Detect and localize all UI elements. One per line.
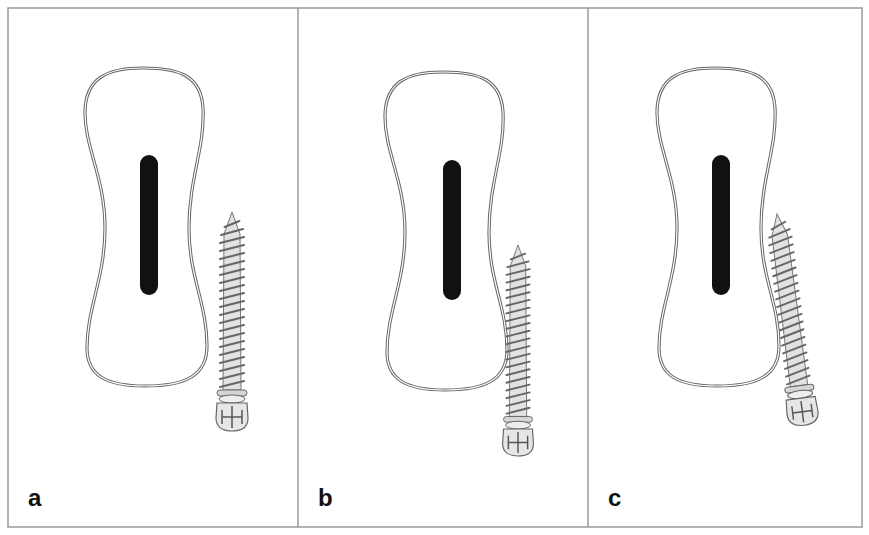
mini-screw xyxy=(503,245,534,456)
screw-thread xyxy=(506,308,529,314)
screw-thread xyxy=(221,229,243,235)
screw-thread xyxy=(506,277,529,283)
screw-thread xyxy=(220,357,244,363)
screw-thread xyxy=(220,301,244,307)
screw-thread xyxy=(220,237,244,243)
panel-label: a xyxy=(28,486,41,510)
screw-thread xyxy=(779,322,803,331)
screw-thread xyxy=(220,245,244,251)
screw-thread xyxy=(783,352,807,361)
screw-thread xyxy=(773,275,797,284)
screw-thread xyxy=(220,293,244,299)
screw-thread xyxy=(506,292,529,298)
tooth-root xyxy=(657,68,779,386)
panel-divider xyxy=(297,8,299,527)
screw-thread xyxy=(782,345,806,354)
screw-thread xyxy=(775,291,799,300)
screw-thread xyxy=(506,385,529,391)
screw-thread xyxy=(506,346,529,352)
screw-slot xyxy=(791,400,813,424)
screw-neck xyxy=(505,421,530,429)
root-outline-inner xyxy=(385,72,507,390)
screw-thread xyxy=(770,244,794,253)
root-outline xyxy=(85,68,207,386)
screw-thread xyxy=(220,309,244,315)
screw-thread xyxy=(511,254,525,260)
root-outline xyxy=(657,68,779,386)
panel-divider xyxy=(587,8,589,527)
screw-neck xyxy=(219,395,245,403)
screw-thread xyxy=(220,277,244,283)
screw-head xyxy=(785,396,819,427)
screw-thread xyxy=(777,306,801,315)
root-canal xyxy=(140,155,158,295)
screw-thread xyxy=(220,365,244,371)
root-outline-inner xyxy=(657,68,779,386)
screw-thread xyxy=(506,408,529,414)
screw-thread xyxy=(772,267,796,276)
screw-thread xyxy=(781,337,805,346)
screw-thread xyxy=(768,229,790,238)
screw-thread xyxy=(506,377,529,383)
screw-thread xyxy=(506,269,529,275)
tooth-root xyxy=(85,68,207,386)
screw-thread xyxy=(506,315,529,321)
screw-thread xyxy=(771,222,786,230)
screw-slot xyxy=(508,432,527,453)
root-outline-inner xyxy=(85,68,207,386)
screw-thread xyxy=(220,381,244,387)
screw-thread xyxy=(784,360,808,369)
screw-shaft xyxy=(768,213,807,387)
screw-thread xyxy=(506,331,529,337)
screw-thread xyxy=(506,323,529,329)
screw-thread xyxy=(776,298,800,307)
screw-thread xyxy=(780,329,804,338)
root-canal xyxy=(712,155,730,295)
panel-frame xyxy=(8,8,862,527)
screw-thread xyxy=(506,400,529,406)
screw-thread xyxy=(778,314,802,323)
screw-thread xyxy=(220,341,244,347)
screw-thread xyxy=(770,252,794,261)
screw-thread xyxy=(507,261,528,267)
screw-thread xyxy=(220,317,244,323)
screw-thread xyxy=(220,253,244,259)
screw-thread xyxy=(771,260,795,269)
screw-head xyxy=(503,429,534,456)
screw-thread xyxy=(506,284,529,290)
screw-thread xyxy=(220,269,244,275)
panel-label: b xyxy=(318,486,333,510)
screw-slot xyxy=(222,406,242,428)
tooth-root xyxy=(385,72,507,390)
screw-thread xyxy=(220,333,244,339)
screw-thread xyxy=(220,261,244,267)
screw-thread xyxy=(785,368,809,377)
screw-thread xyxy=(220,349,244,355)
screw-thread xyxy=(220,285,244,291)
screw-thread xyxy=(506,338,529,344)
screw-thread xyxy=(506,392,529,398)
mini-screw xyxy=(216,212,248,431)
screw-thread xyxy=(506,300,529,306)
panel-label: c xyxy=(608,486,621,510)
screw-thread xyxy=(786,376,810,385)
screw-thread xyxy=(225,221,240,227)
screw-thread xyxy=(774,283,798,292)
screw-thread xyxy=(220,373,244,379)
mini-screw xyxy=(762,212,820,427)
screw-thread xyxy=(220,325,244,331)
screw-thread xyxy=(506,362,529,368)
root-outline xyxy=(385,72,507,390)
root-canal xyxy=(443,160,461,300)
screw-thread xyxy=(506,354,529,360)
screw-thread xyxy=(506,369,529,375)
screw-head xyxy=(216,403,248,431)
screw-thread xyxy=(769,237,793,246)
